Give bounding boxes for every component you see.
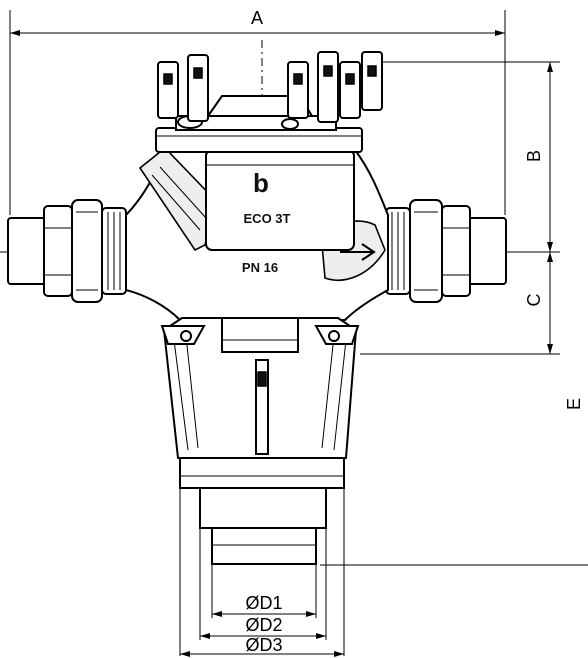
dimension-d1-label: ØD1 bbox=[245, 593, 282, 613]
dimension-a-label: A bbox=[251, 8, 263, 28]
test-port-1 bbox=[157, 61, 179, 119]
test-port-4 bbox=[317, 51, 339, 123]
top-cover bbox=[155, 51, 383, 153]
test-port-2 bbox=[187, 54, 209, 122]
dimension-e: E bbox=[320, 398, 588, 566]
test-port-5 bbox=[339, 61, 361, 119]
right-union-connection bbox=[385, 199, 507, 303]
left-union-connection bbox=[7, 199, 127, 303]
discharge-funnel bbox=[160, 317, 360, 565]
svg-text:b: b bbox=[253, 168, 269, 198]
dimension-b-label: B bbox=[524, 150, 544, 162]
dimension-c-label: C bbox=[524, 294, 544, 307]
dimension-b-c: B C bbox=[360, 61, 560, 355]
test-port-3 bbox=[287, 61, 309, 119]
diameter-dimensions: ØD1 ØD2 ØD3 bbox=[179, 488, 345, 657]
dimension-a: A bbox=[9, 8, 506, 215]
test-port-6 bbox=[361, 51, 383, 111]
dimension-d2-label: ØD2 bbox=[245, 615, 282, 635]
pressure-marking: PN 16 bbox=[242, 260, 278, 275]
brand-marking: ECO 3T bbox=[244, 211, 291, 226]
dimension-d3-label: ØD3 bbox=[245, 635, 282, 655]
dimension-e-label: E bbox=[564, 398, 584, 410]
valve-body: b ECO 3T PN 16 bbox=[125, 146, 389, 321]
